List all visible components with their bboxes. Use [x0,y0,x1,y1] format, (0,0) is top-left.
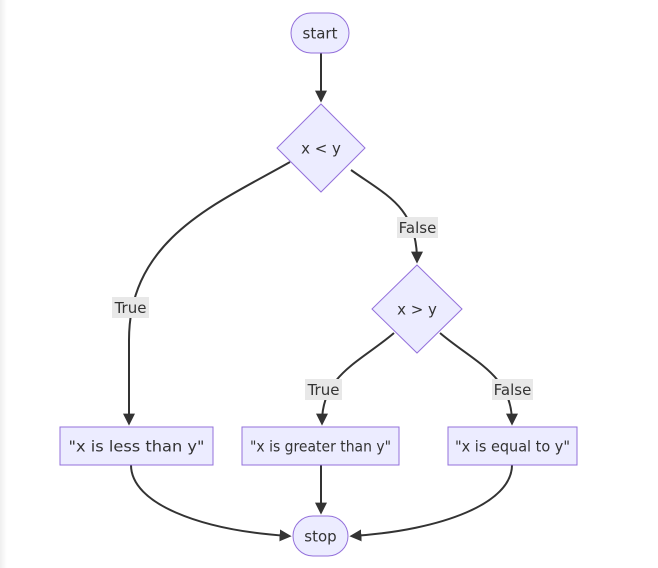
edge-label-cond2-true: True [305,379,342,400]
edge-equal-to-stop [349,464,513,542]
decision-shape [276,103,366,193]
node-decision-x-greater-y: x > y [371,264,463,354]
edge-label-text: True [307,381,340,399]
edge-cond2-false-to-equal [439,332,518,426]
node-start: start [290,12,350,54]
stop-shape [292,515,349,557]
edge-cond1-false-to-cond2 [350,169,423,264]
edge-cond1-true-to-less [123,161,291,426]
edge-labels: True False True False [112,217,533,400]
node-output-less-than: "x is less than y" [59,426,214,466]
node-label: "x is less than y" [69,438,205,456]
decision-shape [371,264,463,354]
edge-label-cond2-false: False [492,379,533,400]
node-output-equal-to: "x is equal to y" [447,426,578,466]
edge-label-cond1-false: False [397,217,438,238]
edge-cond2-true-to-greater [316,332,395,426]
edge-label-text: False [399,219,437,237]
node-label: x > y [397,301,437,319]
node-stop: stop [292,515,349,557]
node-label: start [303,25,338,43]
process-shape [59,426,214,466]
process-shape [447,426,578,466]
process-shape [241,426,400,466]
node-label: "x is equal to y" [455,438,570,456]
edge-label-bg [305,379,342,400]
edge-less-to-stop [130,464,292,542]
edge-label-text: True [114,299,147,317]
node-decision-x-less-y: x < y [276,103,366,193]
node-output-greater-than: "x is greater than y" [241,426,400,466]
nodes: start x < y x > y "x is less than y" "x … [59,12,578,557]
edge-label-bg [112,297,149,318]
node-label: x < y [301,140,341,158]
node-label: stop [304,528,336,546]
edge-label-bg [492,379,533,400]
edge-label-cond1-true: True [112,297,149,318]
start-shape [290,12,350,54]
node-label: "x is greater than y" [250,438,391,456]
edge-label-text: False [494,381,532,399]
edge-label-bg [397,217,438,238]
